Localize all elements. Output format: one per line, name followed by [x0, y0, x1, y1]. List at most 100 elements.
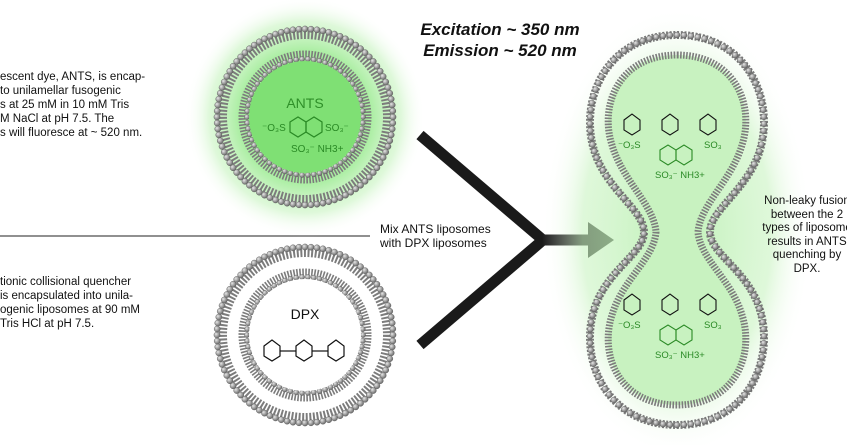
lipid-bead — [620, 195, 628, 202]
lipid-bead — [706, 230, 714, 238]
lipid-bead — [301, 419, 309, 427]
lipid-bead — [295, 25, 303, 33]
lipid-bead — [387, 349, 395, 357]
lipid-bead — [346, 369, 352, 376]
lipid-bead — [625, 200, 632, 207]
dpx-description: tionic collisional quencher is encapsula… — [0, 275, 140, 331]
ants-description-line: escent dye, ANTS, is encap- — [0, 71, 146, 83]
lipid-bead — [342, 409, 349, 417]
lipid-bead — [346, 294, 352, 301]
lipid-bead — [755, 86, 762, 93]
lipid-bead — [592, 86, 599, 93]
ants-description: escent dye, ANTS, is encap- to unilamell… — [0, 70, 145, 140]
lipid-bead — [708, 37, 715, 45]
lipid-bead — [237, 271, 244, 279]
lipid-bead — [593, 154, 600, 162]
lipid-bead — [726, 406, 733, 413]
fused-top-so3-right: SO₃ — [704, 140, 722, 151]
lipid-bead — [366, 271, 373, 279]
lipid-bead — [754, 298, 761, 306]
lipid-bead — [373, 164, 381, 172]
lipid-bead — [216, 89, 224, 97]
lipid-bead — [701, 35, 708, 42]
ants-membrane-inner — [238, 50, 372, 184]
lipid-bead — [760, 326, 767, 333]
lipid-bead — [299, 274, 305, 280]
lipid-bead — [295, 419, 303, 427]
dpx-bead-ring — [213, 243, 397, 427]
lipid-bead — [237, 53, 244, 61]
lipid-bead — [277, 246, 285, 254]
lipid-bead — [735, 184, 743, 191]
lipid-bead — [720, 254, 728, 261]
lipid-bead — [379, 291, 387, 298]
lipid-bead — [373, 382, 381, 390]
lipid-bead — [601, 67, 609, 75]
lipid-bead — [241, 49, 249, 56]
lipid-bead — [213, 337, 221, 345]
lipid-bead — [336, 194, 344, 202]
lipid-bead — [757, 92, 764, 100]
lipid-bead — [299, 56, 305, 62]
lipid-bead — [713, 211, 721, 218]
lipid-bead — [714, 40, 721, 47]
lipid-bead — [637, 217, 645, 224]
lipid-bead — [266, 32, 274, 40]
lipid-bead — [747, 286, 755, 293]
lipid-bead — [289, 26, 297, 34]
lipid-bead — [760, 106, 767, 114]
lipid-bead — [359, 338, 366, 344]
fused-bottom-molecules — [623, 293, 717, 346]
lipid-bead — [283, 245, 291, 253]
lipid-bead — [366, 53, 373, 61]
lipid-bead — [638, 237, 646, 244]
lipid-bead — [277, 416, 285, 424]
lipid-bead — [603, 280, 611, 288]
lipid-bead — [615, 401, 623, 409]
lipid-bead — [313, 26, 321, 34]
lipid-bead — [283, 27, 291, 35]
ants-lumen — [249, 61, 361, 173]
lipid-bead — [589, 312, 596, 319]
dpx-molecule — [263, 339, 345, 362]
fused-bottom-so3-left: ⁻O₃S — [618, 320, 641, 331]
lipid-bead — [731, 401, 739, 409]
lipid-bead — [331, 248, 338, 256]
dpx-membrane-inner — [238, 268, 372, 402]
lipid-bead — [369, 169, 377, 176]
lipid-bead — [673, 421, 681, 429]
lipid-bead — [633, 40, 640, 47]
lipid-bead — [352, 185, 360, 193]
lipid-bead — [752, 79, 759, 87]
lipid-bead — [331, 196, 338, 204]
lipid-bead — [601, 385, 609, 393]
lipid-bead — [214, 343, 222, 351]
lipid-bead — [307, 201, 315, 209]
lipid-bead — [646, 35, 653, 42]
ants-molecule — [289, 116, 323, 138]
lipid-bead — [233, 58, 241, 65]
ants-bead-ring — [213, 25, 397, 209]
lipid-bead — [754, 154, 761, 162]
emission-heading: Emission ~ 520 nm — [423, 41, 577, 60]
lipid-bead — [216, 355, 224, 363]
lipid-bead — [220, 366, 228, 374]
lipid-bead — [659, 420, 667, 428]
dpx-label: DPX — [291, 306, 320, 322]
lipid-bead — [226, 285, 234, 293]
lipid-bead — [283, 199, 291, 207]
lipid-bead — [673, 31, 681, 39]
lipid-bead — [233, 276, 241, 283]
lipid-bead — [347, 256, 355, 264]
lipid-bead — [369, 387, 377, 394]
lipid-bead — [214, 319, 222, 327]
lipid-bead — [621, 406, 628, 413]
lipid-bead — [258, 294, 264, 301]
lipid-bead — [607, 178, 614, 186]
lipid-bead — [640, 230, 648, 238]
lipid-bead — [226, 377, 234, 385]
lipid-bead — [726, 195, 734, 202]
fused-membrane-inner — [604, 51, 750, 409]
lipid-bead — [384, 143, 392, 150]
lipid-bead — [616, 189, 623, 197]
